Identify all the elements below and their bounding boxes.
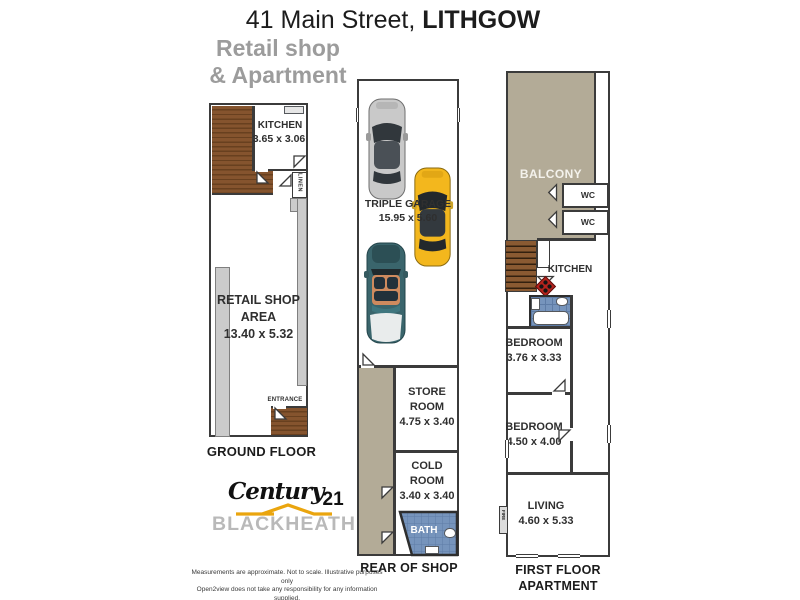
bedroom1-top-wall — [506, 326, 572, 329]
garage-door-gap — [361, 364, 374, 368]
door-swing-icon — [552, 378, 566, 392]
room-cold: COLD ROOM 3.40 x 3.40 — [399, 460, 455, 502]
logo-brand: Century — [228, 478, 324, 505]
room-kitchen-ff: KITCHEN — [547, 264, 593, 275]
door-swing-icon — [381, 531, 395, 545]
bathtub-icon — [533, 311, 569, 325]
door-swing-icon — [256, 170, 270, 184]
room-linen: LINEN — [296, 173, 303, 192]
car-yellow-icon — [411, 167, 454, 267]
ground-wood-floor — [212, 106, 252, 171]
stairs-closet — [537, 240, 550, 268]
disclaimer-line2: Open2view does not take any responsibili… — [196, 586, 378, 600]
door-swing-icon — [547, 183, 558, 202]
room-living: LIVING 4.60 x 5.33 — [518, 500, 574, 527]
sink-icon — [425, 546, 439, 554]
entrance-door-gap — [273, 405, 286, 409]
kitchen-sink-icon — [284, 106, 304, 114]
stairs — [505, 240, 537, 292]
subtitle-line1: Retail shop — [216, 35, 340, 61]
subtitle-line2: & Apartment — [209, 62, 347, 88]
window-icon — [607, 310, 611, 328]
room-bath: BATH — [410, 525, 438, 536]
subtitle: Retail shop & Apartment — [168, 35, 388, 89]
rear-corridor — [359, 368, 393, 554]
hall-wall — [570, 295, 573, 475]
balcony-bottom-wall — [537, 238, 596, 241]
wc1: WC — [562, 183, 609, 208]
wc2: WC — [562, 210, 609, 235]
toilet-icon — [444, 528, 456, 538]
window-icon — [355, 108, 360, 122]
bedroom1-door-gap — [552, 391, 565, 395]
title-suburb: LITHGOW — [422, 6, 541, 34]
linen-closet: LINEN — [292, 172, 307, 198]
car-silver-icon — [366, 98, 408, 200]
store-cold-wall — [395, 450, 458, 453]
kitchen-door-gap — [255, 168, 268, 172]
door-swing-icon — [278, 173, 292, 187]
door-swing-icon — [547, 210, 558, 229]
corridor-wall — [393, 367, 396, 554]
kitchen-bottom-wall — [252, 168, 307, 171]
title-street: 41 Main Street, — [245, 6, 416, 34]
disclaimer-line1: Measurements are approximate. Not to sca… — [191, 569, 383, 585]
window-icon — [558, 554, 580, 558]
room-balcony: BALCONY — [519, 167, 583, 181]
room-bedroom1: BEDROOM 3.76 x 3.33 — [505, 337, 563, 364]
rear-of-shop-caption: REAR OF SHOP — [360, 561, 458, 575]
shop-counter-left — [215, 267, 230, 437]
room-kitchen-gf-dims: 3.65 x 3.06 — [252, 133, 306, 145]
door-swing-icon — [274, 406, 288, 420]
page-title: 41 Main Street, LITHGOW — [0, 6, 786, 35]
logo-number: 21 — [322, 489, 344, 510]
window-icon — [456, 108, 461, 122]
room-kitchen-gf: KITCHEN — [257, 120, 303, 131]
logo-house-icon — [236, 503, 332, 516]
disclaimer: Measurements are approximate. Not to sca… — [188, 569, 386, 600]
window-icon — [607, 425, 611, 443]
room-retail: RETAIL SHOP AREA 13.40 x 5.32 — [217, 293, 300, 341]
bedroom1-bottom-wall — [506, 392, 572, 395]
fireplace-label: FIRE — [501, 509, 506, 520]
kitchen-left-wall — [252, 106, 255, 170]
logo-office: BLACKHEATH — [212, 513, 356, 535]
room-wc1: WC — [580, 190, 596, 200]
door-swing-icon — [558, 429, 572, 443]
sink-icon — [531, 298, 540, 310]
ground-floor-caption: GROUND FLOOR — [206, 444, 317, 459]
fireplace: FIRE — [499, 506, 508, 534]
door-swing-icon — [362, 352, 376, 366]
room-garage: TRIPLE GARAGE 15.95 x 5.60 — [364, 198, 452, 224]
room-bedroom2: BEDROOM 4.50 x 4.00 — [505, 421, 563, 448]
car-convertible-icon — [364, 242, 408, 344]
garage-rear-wall — [359, 365, 457, 368]
door-swing-icon — [381, 486, 395, 500]
toilet-icon — [556, 297, 568, 306]
window-icon — [516, 554, 538, 558]
bedroom2-door-gap — [570, 428, 574, 441]
room-store: STORE ROOM 4.75 x 3.40 — [399, 386, 455, 428]
room-entrance: ENTRANCE — [267, 397, 303, 403]
living-top-wall — [506, 472, 608, 475]
shop-bathroom — [398, 510, 459, 557]
room-wc2: WC — [580, 217, 596, 227]
first-floor-caption: FIRST FLOOR APARTMENT — [515, 563, 601, 593]
shop-counter-right — [297, 198, 307, 386]
window-icon — [505, 440, 509, 458]
door-swing-icon — [293, 155, 307, 169]
century21-logo: Century21 — [228, 478, 344, 517]
